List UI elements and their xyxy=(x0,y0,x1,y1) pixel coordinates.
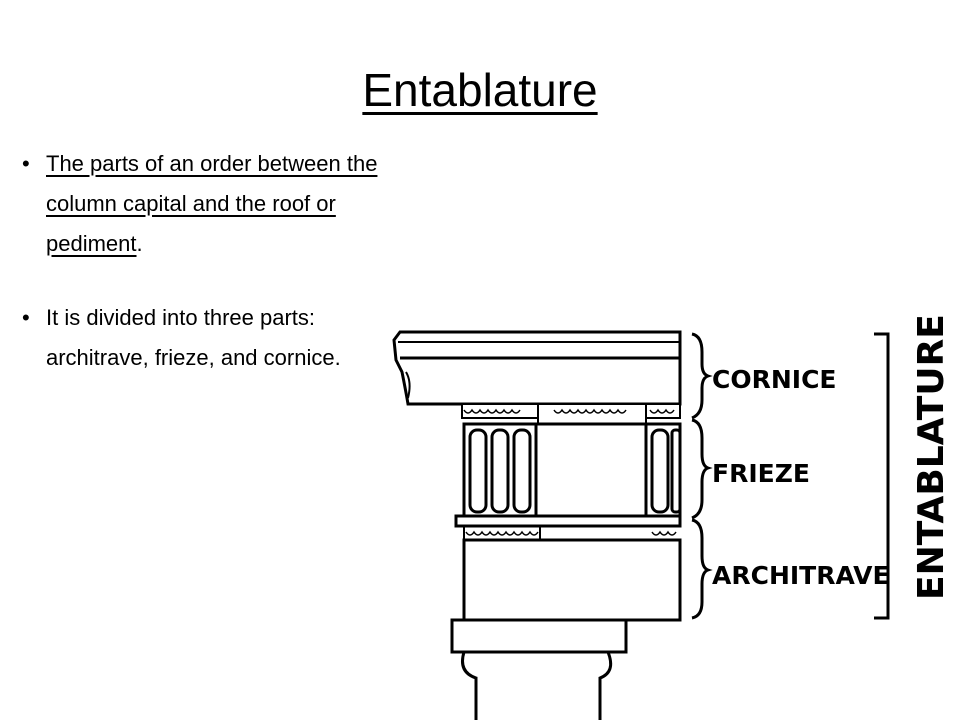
cornice-label: CORNICE xyxy=(712,365,837,394)
parts-text: It is divided into three parts: architra… xyxy=(46,305,341,370)
architrave-drawing xyxy=(462,538,682,622)
bullet-marker: • xyxy=(22,151,30,176)
architrave-label: ARCHITRAVE xyxy=(712,561,890,590)
bullet-item-parts: • It is divided into three parts: archit… xyxy=(22,298,406,378)
entablature-diagram: CORNICE FRIEZE ARCHITRAVE ENTABLATURE xyxy=(380,300,960,720)
part-braces xyxy=(691,332,713,620)
entablature-label: ENTABLATURE xyxy=(911,314,952,600)
bullet-marker: • xyxy=(22,305,30,330)
definition-period: . xyxy=(136,231,143,256)
capital-drawing xyxy=(450,618,628,720)
frieze-drawing xyxy=(454,422,682,540)
bullet-item-definition: • The parts of an order between the colu… xyxy=(22,144,416,264)
slide-title: Entablature xyxy=(362,64,598,116)
definition-text: The parts of an order between the column… xyxy=(46,151,378,256)
entablature-bracket xyxy=(874,332,890,620)
cornice-drawing xyxy=(392,330,682,425)
bullet-list: • The parts of an order between the colu… xyxy=(22,144,422,378)
frieze-label: FRIEZE xyxy=(712,459,810,488)
